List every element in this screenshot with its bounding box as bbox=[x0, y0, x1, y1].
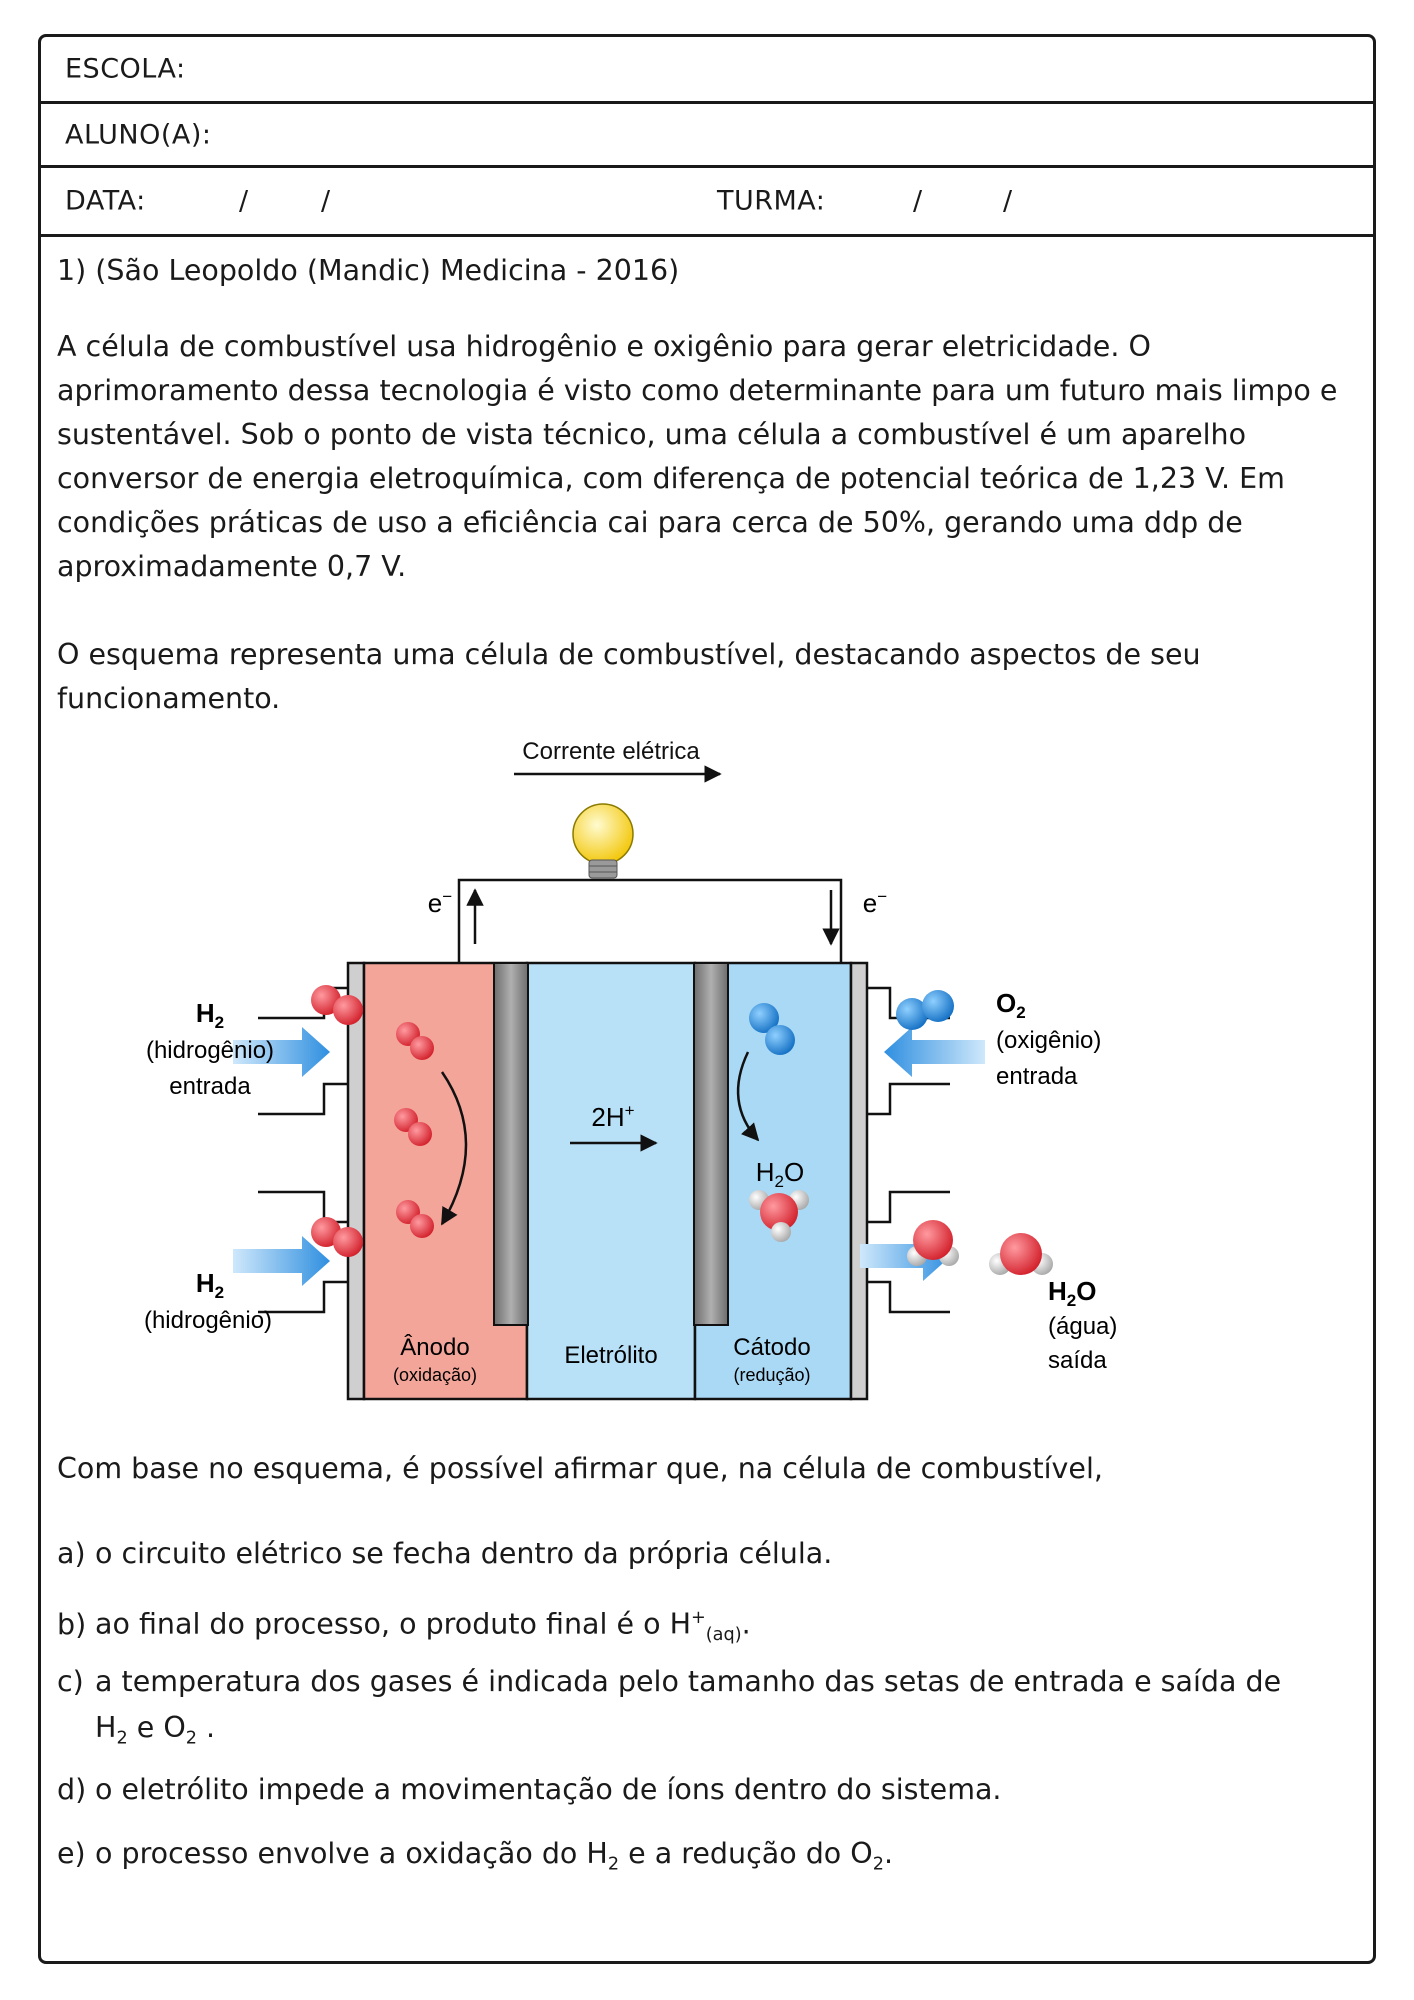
option-e[interactable]: e)o processo envolve a oxidação do H2 e … bbox=[57, 1831, 1357, 1888]
anode-label: Ânodo bbox=[400, 1334, 469, 1361]
option-c[interactable]: c) a temperatura dos gases é indicada pel… bbox=[57, 1659, 1357, 1762]
circuit-wire bbox=[457, 878, 843, 962]
anode-sublabel: (oxidação) bbox=[393, 1365, 477, 1385]
o2-inlet-arrow bbox=[884, 1027, 985, 1077]
question-paragraph: O esquema representa uma célula de combu… bbox=[57, 638, 1201, 715]
date-separator: / bbox=[321, 185, 331, 217]
current-label: Corrente elétrica bbox=[522, 738, 700, 765]
cathode-reaction-arrow bbox=[736, 1051, 760, 1142]
option-text-end: . bbox=[883, 1837, 894, 1870]
header-school-row: ESCOLA: bbox=[41, 37, 1373, 104]
h2-name-label: (hidrogênio) bbox=[146, 1037, 274, 1064]
hydrogen-molecule-icon bbox=[394, 1108, 432, 1146]
electron-label: e− bbox=[428, 887, 452, 918]
subscript: 2 bbox=[116, 1728, 128, 1749]
option-letter: d) bbox=[57, 1773, 87, 1806]
hydrogen-molecule-icon bbox=[396, 1200, 434, 1238]
water-molecule-icon bbox=[907, 1220, 959, 1266]
formula-h: H bbox=[95, 1711, 117, 1744]
cathode-electrode bbox=[693, 962, 729, 1326]
cathode-sublabel: (redução) bbox=[733, 1365, 810, 1385]
option-b[interactable]: b)ao final do processo, o produto final … bbox=[57, 1595, 1357, 1658]
h2-inlet-arrow bbox=[233, 1236, 330, 1286]
electron-label: e− bbox=[863, 887, 887, 918]
anode-electrode bbox=[493, 962, 529, 1326]
student-label: ALUNO(A): bbox=[65, 119, 212, 150]
option-text-line2: H2 e O2 . bbox=[57, 1705, 1357, 1762]
h2-entry-label: entrada bbox=[169, 1073, 251, 1100]
option-d[interactable]: d)o eletrólito impede a movimentação de … bbox=[57, 1767, 1357, 1813]
hydrogen-molecule-icon bbox=[396, 1022, 434, 1060]
h2-inlet-arrow bbox=[233, 1027, 330, 1077]
option-text-end: . bbox=[197, 1711, 216, 1744]
option-text-end: . bbox=[741, 1607, 751, 1641]
header-student-row: ALUNO(A): bbox=[41, 104, 1373, 168]
question-paragraph: A célula de combustível usa hidrogênio e… bbox=[57, 330, 1338, 583]
question-title: 1) (São Leopoldo (Mandic) Medicina - 201… bbox=[57, 254, 680, 287]
hydrogen-molecule-icon bbox=[311, 985, 363, 1025]
option-letter: a) bbox=[57, 1537, 86, 1570]
electrolyte-label: Eletrólito bbox=[564, 1342, 657, 1369]
state-subscript: (aq) bbox=[705, 1625, 742, 1646]
h2-formula-label: H2 bbox=[196, 1268, 224, 1302]
option-text: o circuito elétrico se fecha dentro da p… bbox=[95, 1537, 833, 1570]
date-label: DATA: bbox=[65, 185, 146, 217]
question-content: 1) (São Leopoldo (Mandic) Medicina - 201… bbox=[41, 237, 1373, 1961]
ion-charge: + bbox=[691, 1608, 706, 1628]
worksheet-frame: ESCOLA: ALUNO(A): DATA: / / TURMA: / / 1… bbox=[38, 34, 1376, 1964]
water-formula-label: H2O bbox=[1048, 1276, 1096, 1310]
cathode-label: Cátodo bbox=[733, 1334, 810, 1361]
o2-name-label: (oxigênio) bbox=[996, 1027, 1101, 1054]
electrolyte-chamber bbox=[525, 961, 697, 1401]
option-text: o processo envolve a oxidação do H bbox=[95, 1837, 608, 1870]
h2-formula-label: H2 bbox=[196, 998, 224, 1032]
hydrogen-molecule-icon bbox=[311, 1217, 363, 1257]
option-letter: b) bbox=[57, 1607, 87, 1641]
oxygen-molecule-icon bbox=[749, 1003, 795, 1055]
header-date-row: DATA: / / TURMA: / / bbox=[41, 168, 1373, 237]
oxygen-molecule-icon bbox=[896, 990, 954, 1030]
water-molecule-icon bbox=[989, 1233, 1053, 1275]
option-text: ao final do processo, o produto final é … bbox=[95, 1607, 691, 1641]
formula-o: e O bbox=[127, 1711, 186, 1744]
option-a[interactable]: a) o circuito elétrico se fecha dentro da… bbox=[57, 1531, 1357, 1577]
anode-reaction-arrow bbox=[440, 1071, 468, 1226]
class-separator: / bbox=[1003, 185, 1013, 217]
light-bulb-icon bbox=[572, 803, 634, 879]
subscript: 2 bbox=[607, 1854, 620, 1875]
date-separator: / bbox=[239, 185, 249, 217]
school-label: ESCOLA: bbox=[65, 53, 186, 85]
option-letter: c) bbox=[57, 1665, 84, 1698]
option-text: e a redução do O bbox=[619, 1837, 873, 1870]
fuel-cell-diagram: Corrente elétrica e− e− bbox=[144, 738, 1117, 1401]
proton-label: 2H+ bbox=[591, 1101, 634, 1132]
class-separator: / bbox=[913, 185, 923, 217]
option-letter: e) bbox=[57, 1837, 86, 1870]
water-molecule-icon bbox=[749, 1190, 809, 1242]
option-text: a temperatura dos gases é indicada pelo … bbox=[95, 1665, 1282, 1698]
h2-name-label: (hidrogênio) bbox=[144, 1307, 272, 1334]
subscript: 2 bbox=[185, 1728, 197, 1749]
water-formula-label: H2O bbox=[756, 1157, 804, 1191]
water-name-label: (água) bbox=[1048, 1313, 1117, 1340]
water-exit-label: saída bbox=[1048, 1347, 1107, 1374]
option-text: o eletrólito impede a movimentação de ío… bbox=[95, 1773, 1002, 1806]
subscript: 2 bbox=[872, 1854, 884, 1875]
question-stem: Com base no esquema, é possível afirmar … bbox=[57, 1452, 1103, 1485]
o2-entry-label: entrada bbox=[996, 1063, 1078, 1090]
class-label: TURMA: bbox=[717, 185, 826, 217]
fuel-cell-body bbox=[346, 961, 869, 1401]
o2-formula-label: O2 bbox=[996, 988, 1026, 1022]
